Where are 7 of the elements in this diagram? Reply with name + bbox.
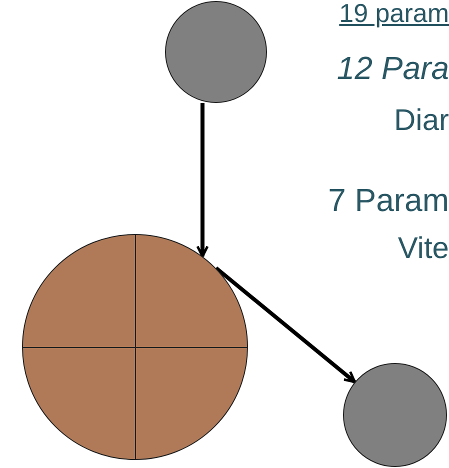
parameter-heading: 7 Param	[328, 184, 449, 216]
heading: 19 param	[339, 0, 449, 26]
arrow	[196, 103, 209, 258]
arrow	[214, 266, 356, 384]
parameter-text: Diar	[394, 106, 449, 136]
parameter-text: Vite	[398, 234, 449, 264]
parameter-heading: 12 Para	[336, 52, 449, 84]
